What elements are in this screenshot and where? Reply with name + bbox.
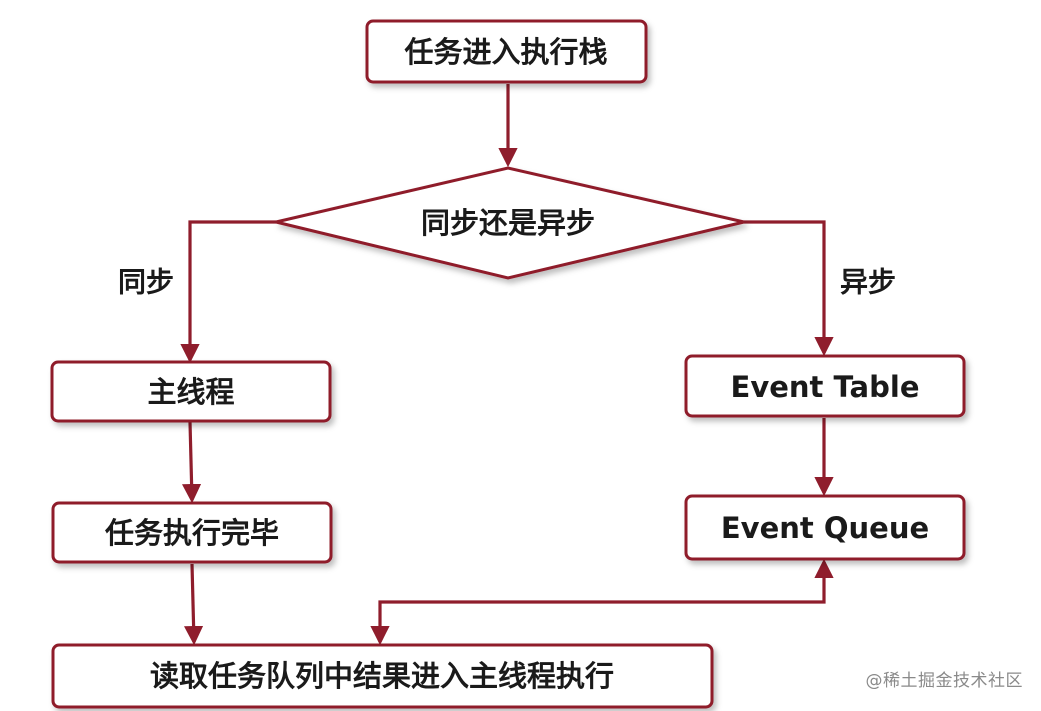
edge-label-sync: 同步 <box>118 266 174 299</box>
node-enter-stack: 任务进入执行栈 <box>365 19 648 84</box>
edge-decision-to-main-thread <box>180 220 276 364</box>
node-event-table-label: Event Table <box>731 370 920 404</box>
node-enter-stack-label: 任务进入执行栈 <box>403 35 607 69</box>
node-task-done-label: 任务执行完毕 <box>104 516 279 550</box>
node-event-table: Event Table <box>684 354 966 418</box>
edge-label-async: 异步 <box>840 266 896 299</box>
edge-task-done-to-read-queue <box>183 563 204 646</box>
node-main-thread-label: 主线程 <box>147 375 234 409</box>
node-read-queue: 读取任务队列中结果进入主线程执行 <box>51 643 714 709</box>
node-sync-or-async: 同步还是异步 <box>275 166 745 280</box>
edges <box>180 84 834 646</box>
node-main-thread: 主线程 <box>50 360 332 423</box>
node-event-queue: Event Queue <box>684 494 966 561</box>
node-task-done: 任务执行完毕 <box>51 501 333 564</box>
node-event-queue-label: Event Queue <box>721 511 929 545</box>
edge-decision-to-event-table <box>744 220 834 357</box>
node-sync-or-async-label: 同步还是异步 <box>421 206 595 240</box>
edge-event-queue-read-queue <box>370 558 834 646</box>
watermark-text: @稀土掘金技术社区 <box>865 671 1023 691</box>
edge-main-thread-to-task-done <box>181 421 202 504</box>
node-read-queue-label: 读取任务队列中结果进入主线程执行 <box>150 659 614 693</box>
